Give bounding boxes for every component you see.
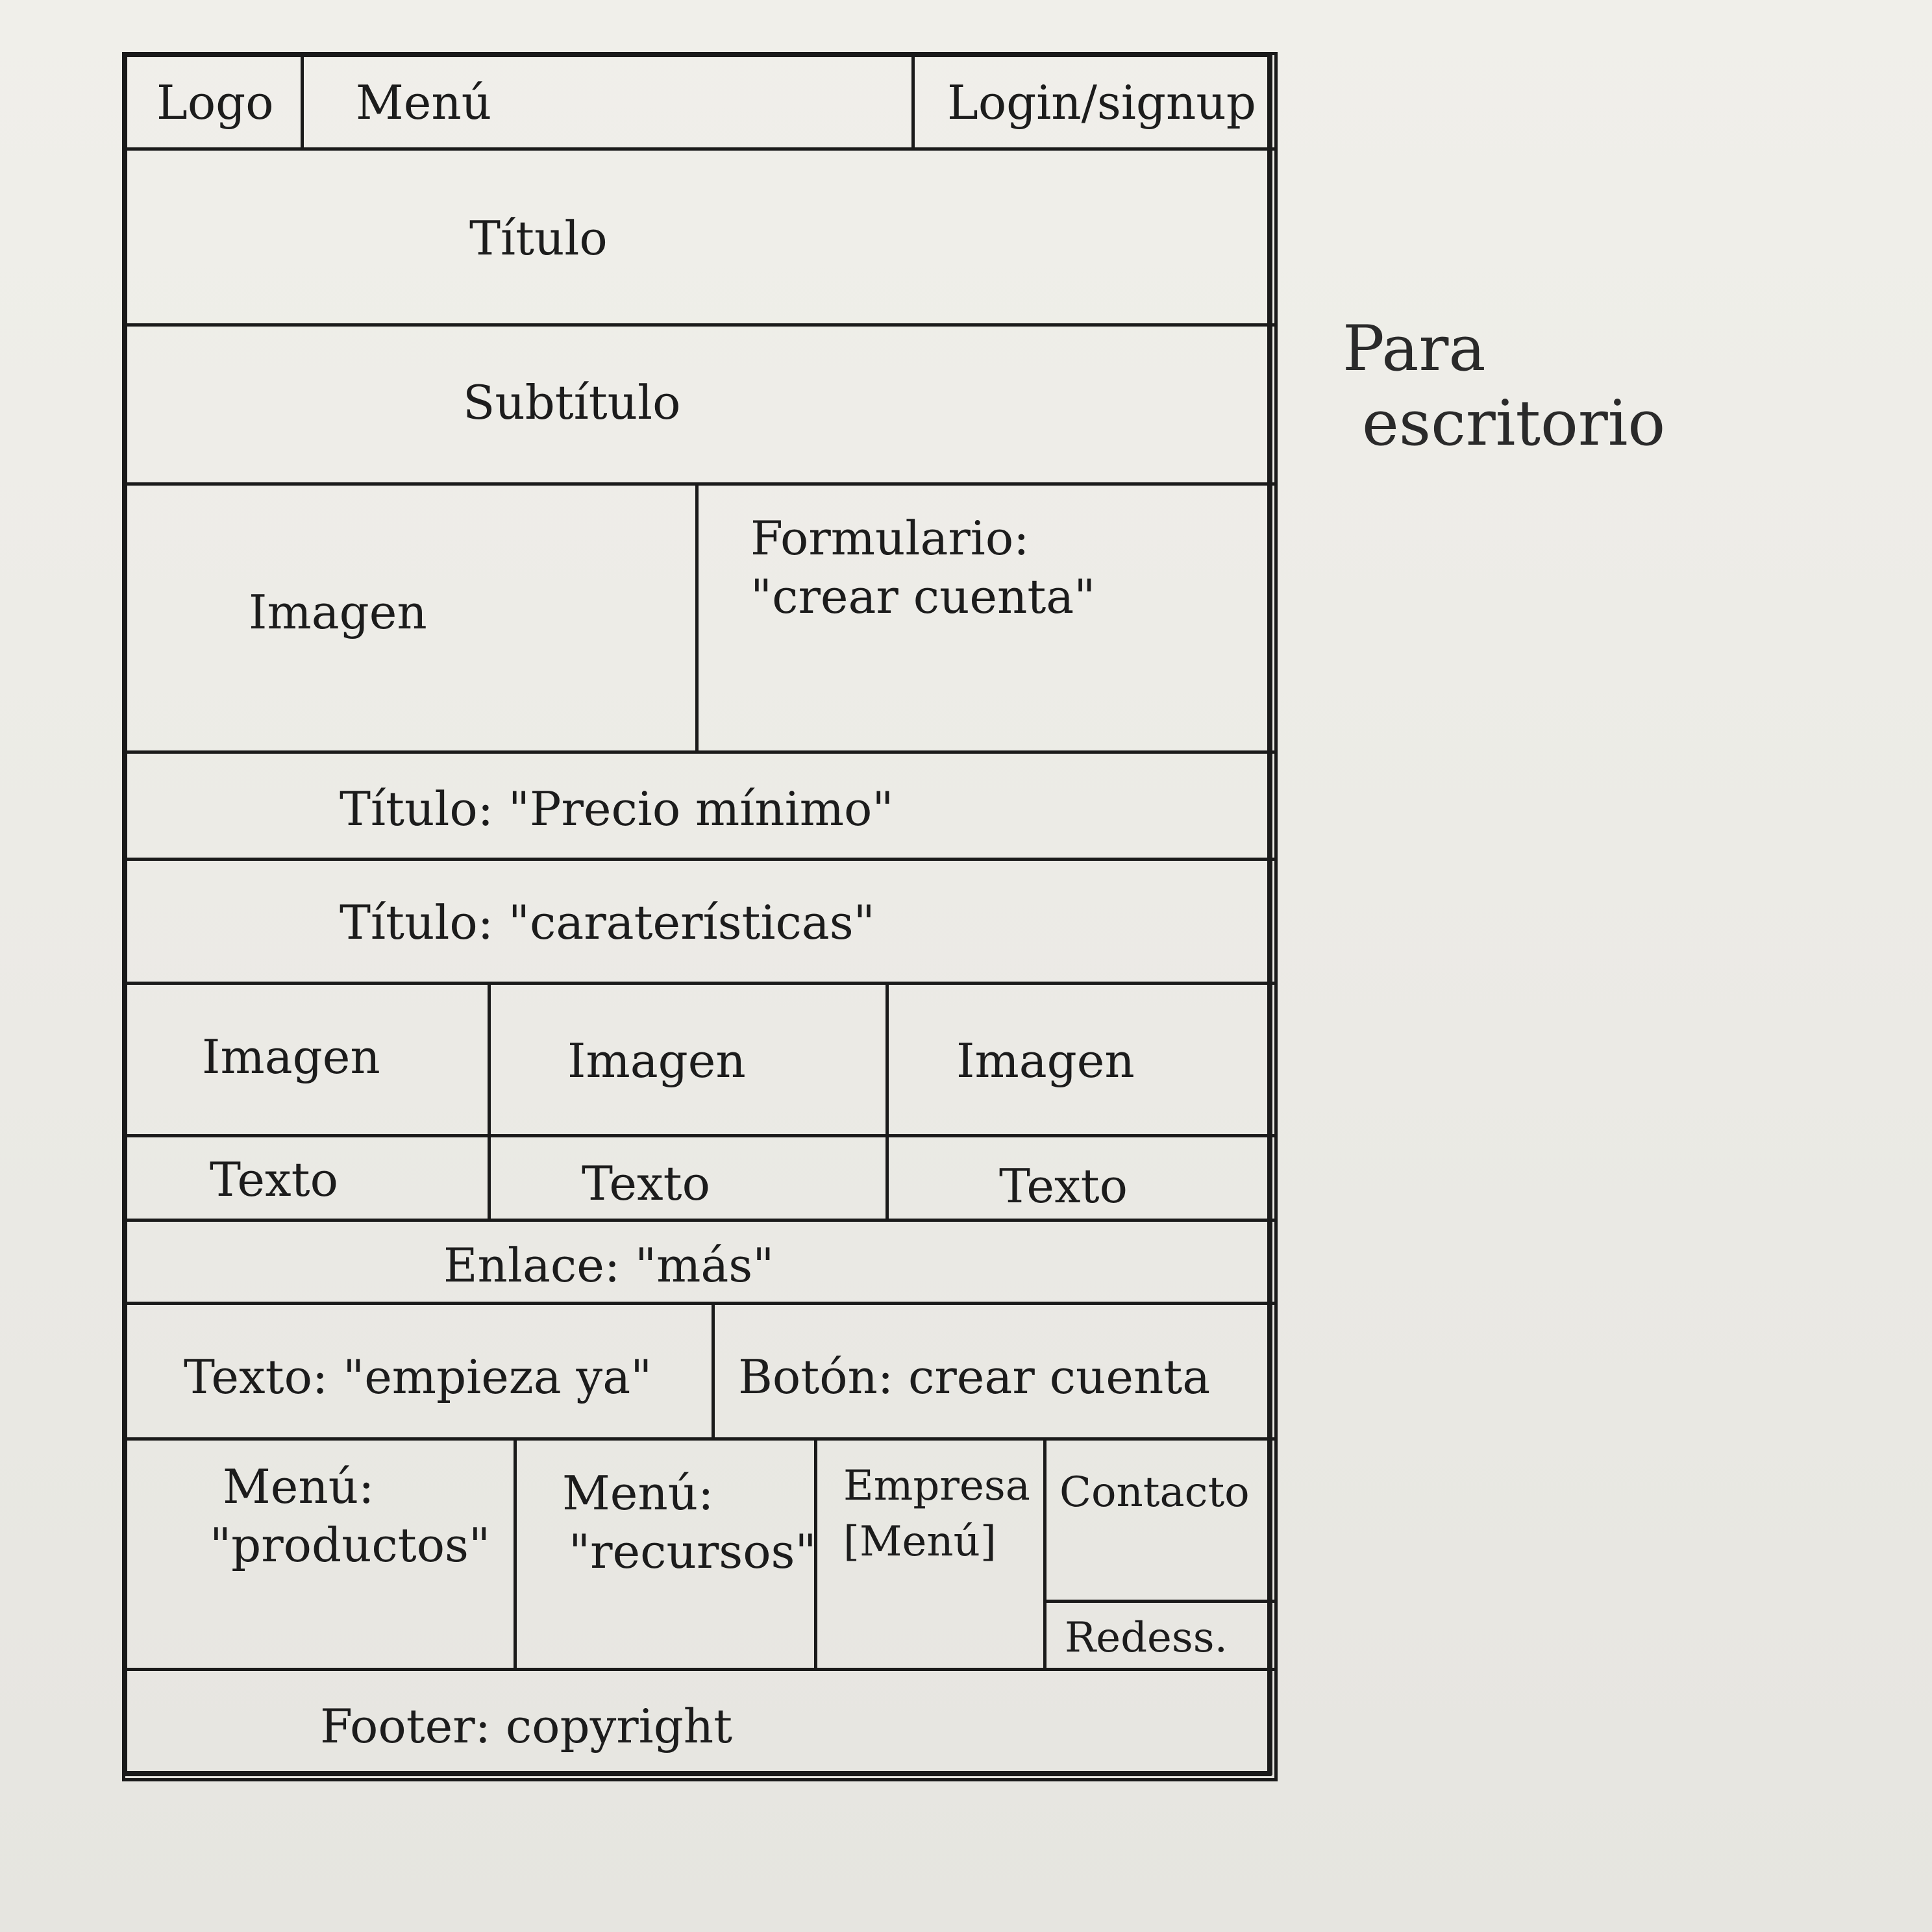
footer-contact[interactable]: Contacto [1043,1437,1278,1603]
footer-copyright-label: Footer: copyright [320,1699,733,1753]
footer-company-line2: [Menú] [843,1518,997,1566]
signup-form-line1: Formulario: [750,511,1030,565]
signup-image: Imagen [122,482,699,754]
footer-copyright: Footer: copyright [122,1668,1278,1781]
footer-menu-company[interactable]: Empresa [Menú] [814,1437,1046,1671]
hero-subtitle-label: Subtítulo [463,375,681,430]
feature-card-2-image: Imagen [488,982,889,1137]
footer-company-line1: Empresa [843,1462,1030,1510]
cta-text: Texto: "empieza ya" [122,1302,715,1441]
footer-social-label: Redess. [1065,1614,1228,1662]
feature-card-1-image-label: Imagen [202,1030,380,1084]
features-title: Título: "caraterísticas" [122,858,1278,985]
footer-menu-resources[interactable]: Menú: "recursos" [514,1437,817,1671]
header-login-signup[interactable]: Login/signup [911,52,1278,151]
footer-products-line2: "productos" [210,1518,491,1572]
feature-card-1-image: Imagen [122,982,491,1137]
features-title-label: Título: "caraterísticas" [340,895,875,950]
footer-social-links[interactable]: Redess. [1043,1600,1278,1671]
cta-button-label: Botón: crear cuenta [738,1350,1211,1404]
side-note-line2: escritorio [1362,387,1666,460]
feature-card-3-text: Texto [886,1134,1278,1222]
feature-card-3-image: Imagen [886,982,1278,1137]
header-logo[interactable]: Logo [122,52,304,151]
header-menu-label: Menú [356,75,492,130]
header-logo-label: Logo [156,75,274,130]
cta-create-account-button[interactable]: Botón: crear cuenta [712,1302,1278,1441]
footer-resources-line2: "recursos" [569,1524,817,1579]
side-note-line1: Para [1343,312,1486,385]
more-link-label: Enlace: "más" [443,1238,774,1293]
header-menu[interactable]: Menú [301,52,915,151]
signup-form-line2: "crear cuenta" [750,569,1096,624]
signup-image-label: Imagen [249,585,427,639]
feature-card-1-text-label: Texto [210,1152,338,1207]
header-login-label: Login/signup [947,75,1256,130]
feature-card-1-text: Texto [122,1134,491,1222]
footer-products-line1: Menú: [223,1459,375,1514]
pricing-title: Título: "Precio mínimo" [122,750,1278,861]
feature-card-2-image-label: Imagen [567,1034,746,1088]
footer-menu-products[interactable]: Menú: "productos" [122,1437,517,1671]
footer-resources-line1: Menú: [562,1466,714,1520]
side-note: Para escritorio [1343,312,1665,461]
feature-card-3-image-label: Imagen [956,1034,1135,1088]
feature-card-2-text-label: Texto [582,1156,710,1211]
pricing-title-label: Título: "Precio mínimo" [340,782,894,836]
feature-card-3-text-label: Texto [999,1159,1128,1213]
signup-form[interactable]: Formulario: "crear cuenta" [695,482,1278,754]
footer-contact-label: Contacto [1059,1468,1250,1517]
hero-title-label: Título [469,211,608,266]
hero-subtitle: Subtítulo [122,323,1278,486]
wireframe-frame: Logo Menú Login/signup Título Subtítulo … [122,52,1278,1781]
more-link[interactable]: Enlace: "más" [122,1219,1278,1305]
feature-card-2-text: Texto [488,1134,889,1222]
hero-title: Título [122,147,1278,327]
cta-text-label: Texto: "empieza ya" [184,1350,652,1404]
